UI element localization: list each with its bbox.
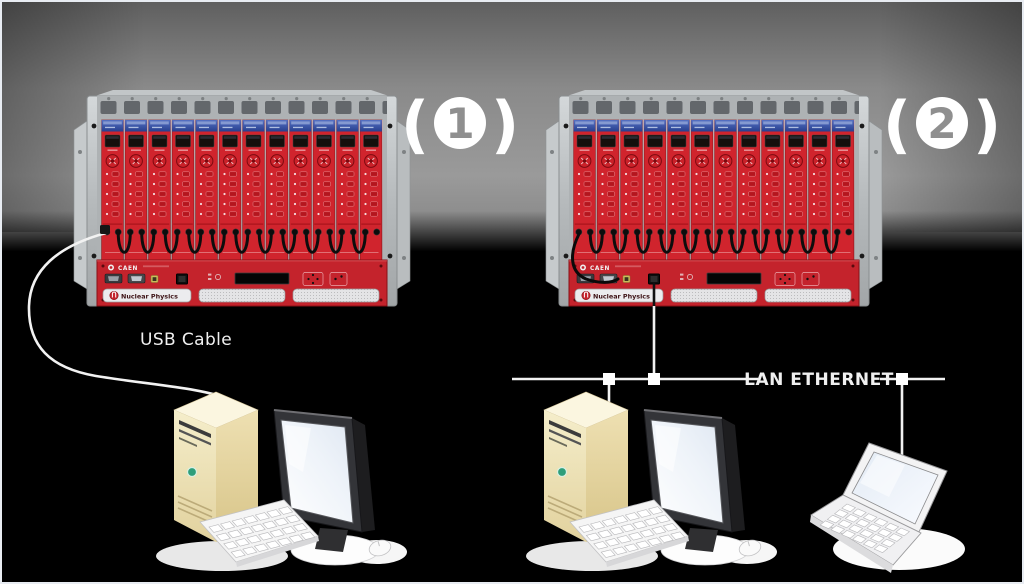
lan-label-backing: [758, 367, 880, 391]
setup1-paren-open: (: [401, 88, 429, 161]
crate-1: [74, 90, 410, 306]
lan-node: [648, 373, 660, 385]
setup1-number-disc: [434, 97, 486, 149]
lan-network: LAN ETHERNET: [512, 282, 945, 459]
usb-cable: [27, 231, 232, 402]
setup1-label: ( 1 ): [401, 88, 519, 161]
lan-node: [603, 373, 615, 385]
usb-cable-label: USB Cable: [140, 330, 232, 350]
setup2-paren-open: (: [883, 88, 911, 161]
lan-node: [896, 373, 908, 385]
crate-2: [546, 90, 882, 306]
setup1-number: 1: [445, 99, 474, 148]
setup2-number: 2: [927, 99, 956, 148]
setup1-paren-close: ): [491, 88, 519, 161]
setup2-label: ( 2 ): [883, 88, 1001, 161]
lan-ethernet-label: LAN ETHERNET: [744, 370, 894, 390]
setup2-paren-close: ): [973, 88, 1001, 161]
usb-cable-plug: [100, 225, 110, 234]
controller-link-cable: [571, 232, 620, 284]
setup2-number-disc: [916, 97, 968, 149]
